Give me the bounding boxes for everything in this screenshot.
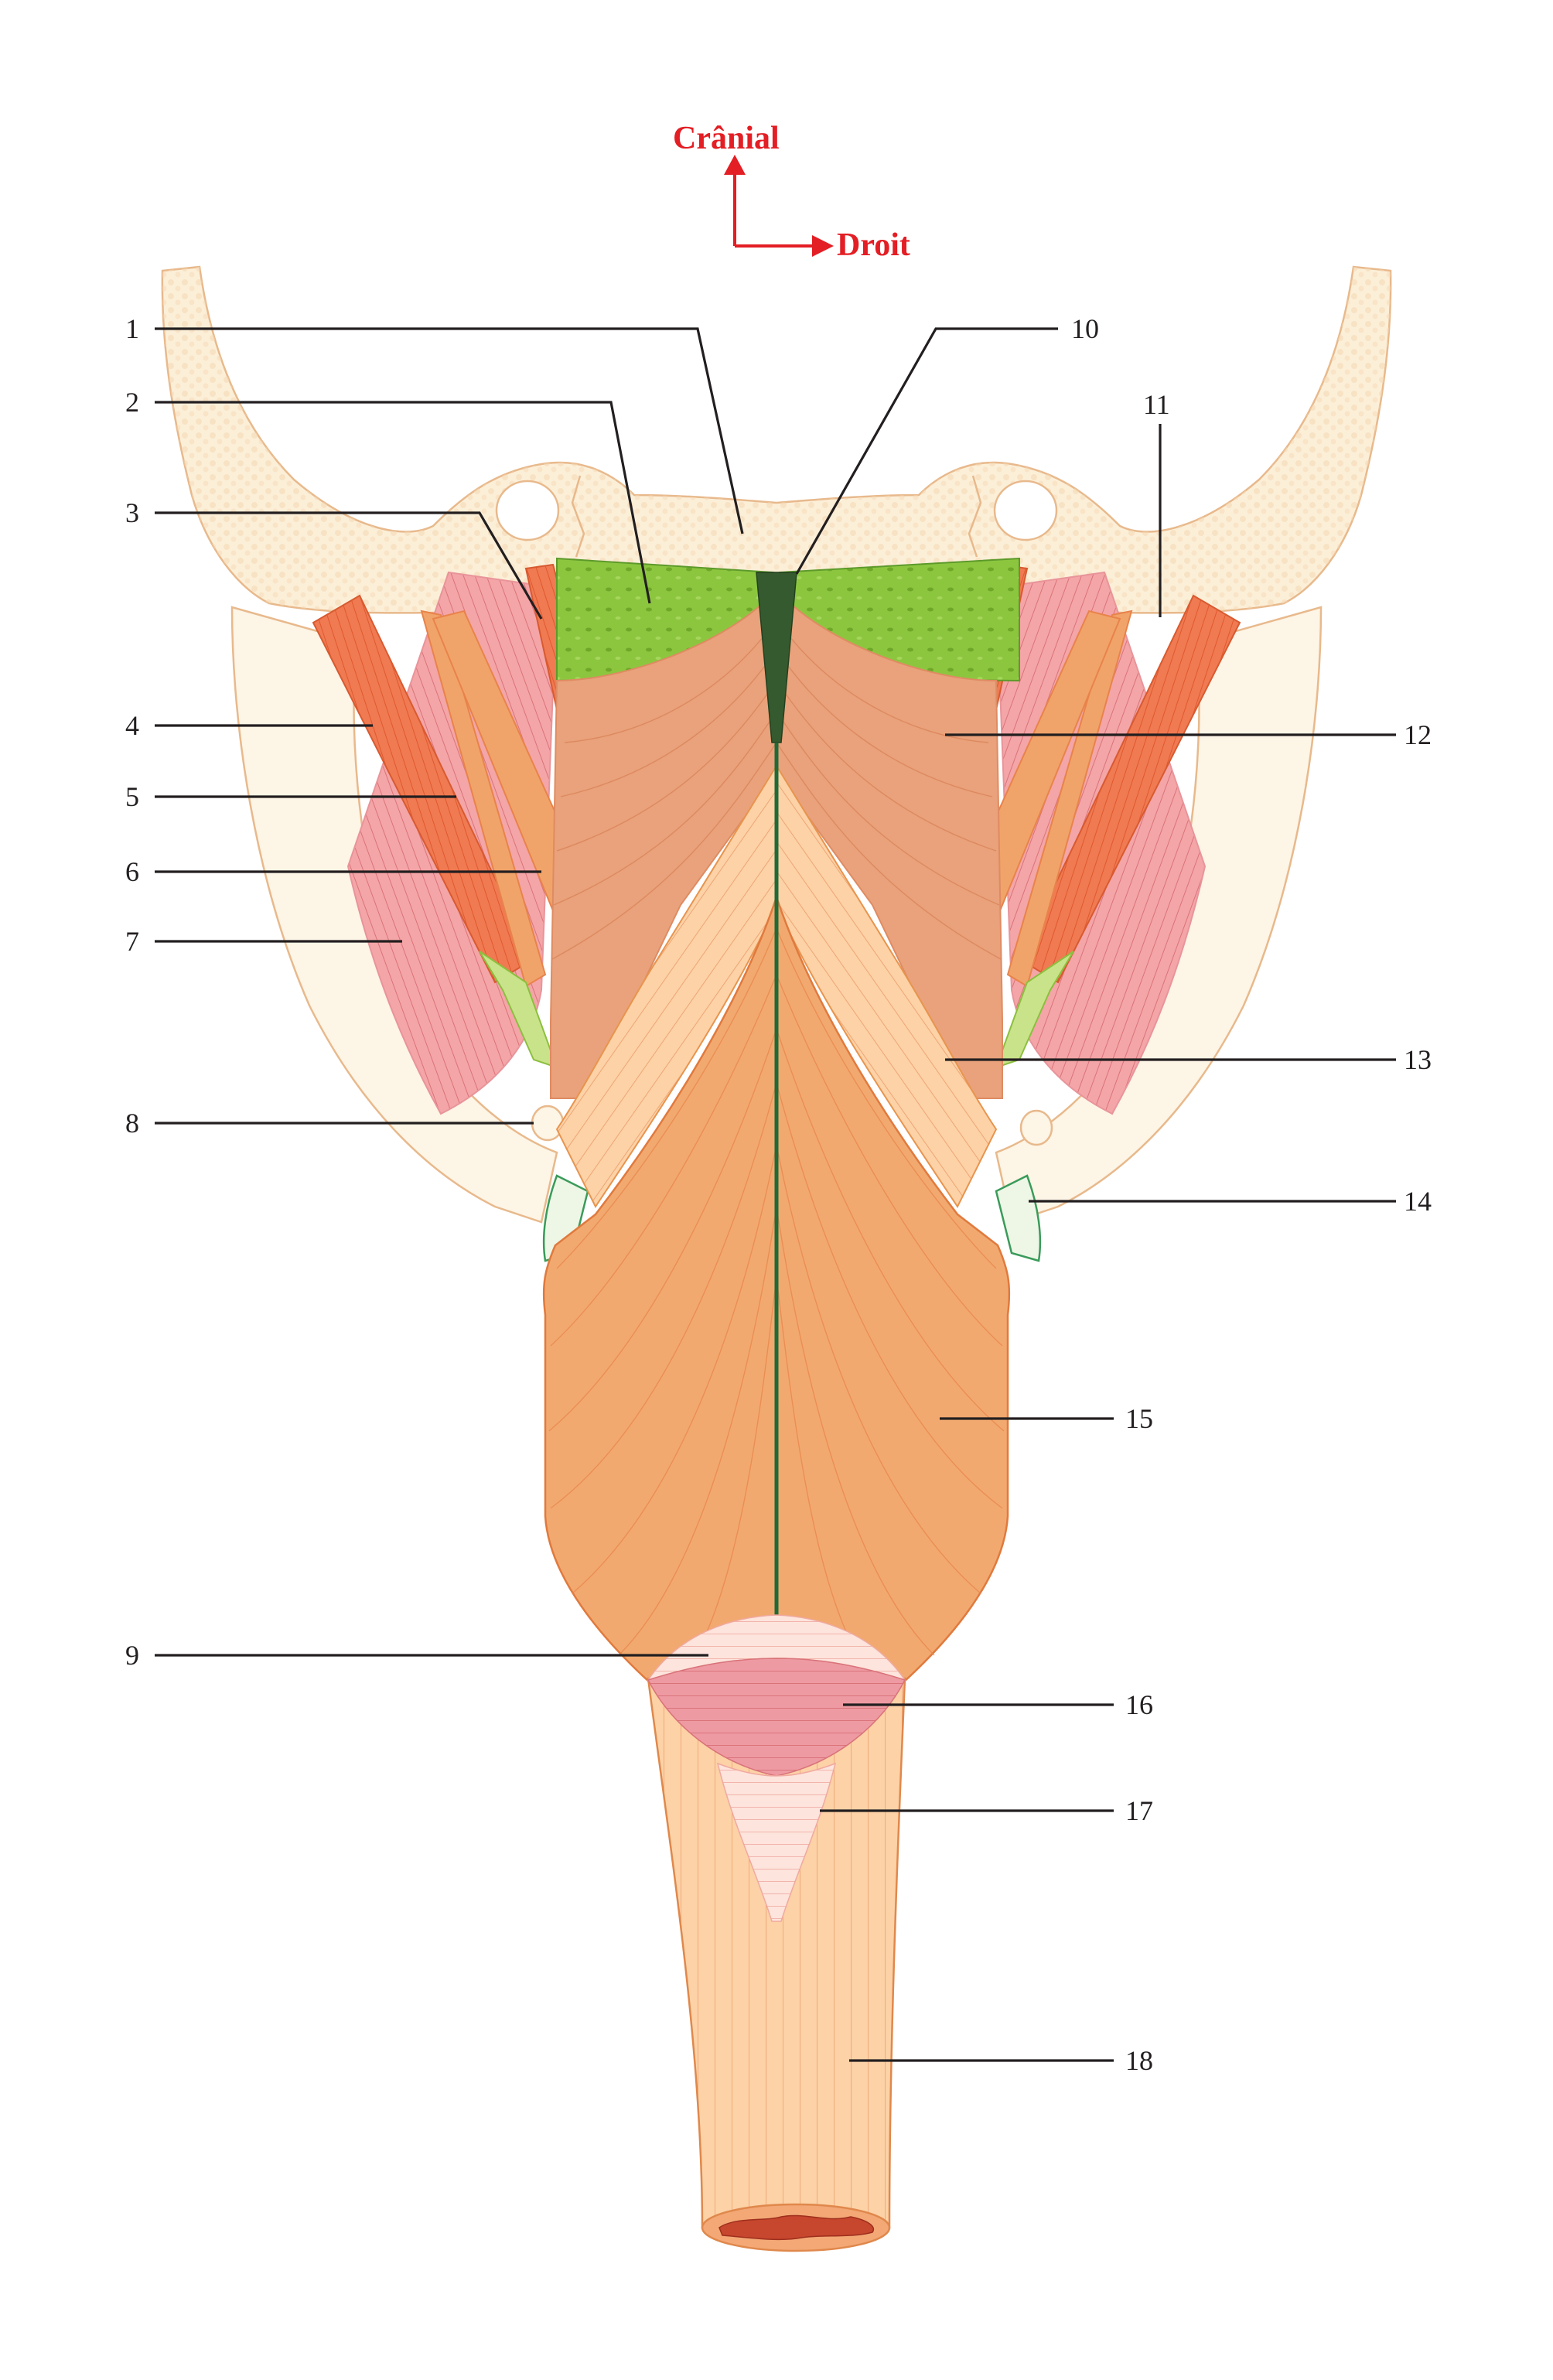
labels: 1 2 3 4 5 6 7 8 9 10 11 12 13: [125, 313, 1432, 2076]
upper-constrictor: [550, 585, 1003, 1099]
left-hyoid-tubercle: [531, 1105, 565, 1142]
esophagus: [647, 1614, 906, 2252]
right-hyoid-tubercle: [1019, 1109, 1053, 1146]
region-17: [716, 1762, 837, 1922]
right-label: Droit: [837, 227, 910, 263]
label-16: 16: [1125, 1689, 1153, 1720]
muscle-5-right: [1006, 610, 1133, 988]
middle-constrictor: [555, 763, 998, 1208]
esophagus-lumen-inner: [718, 2214, 875, 2241]
right-arrowhead-icon: [812, 235, 834, 257]
muscle-13-left: [555, 763, 777, 1208]
cranial-label: Crânial: [673, 121, 780, 156]
label-4: 4: [125, 710, 139, 741]
leader-2: [155, 401, 651, 604]
label-3: 3: [125, 497, 139, 528]
leader-3: [155, 511, 543, 620]
label-13: 13: [1404, 1044, 1432, 1075]
muscle-13-right: [776, 763, 998, 1208]
orientation-indicator: Crânial Droit: [673, 121, 910, 263]
label-12: 12: [1404, 719, 1432, 750]
tendon-left: [479, 951, 558, 1069]
cranial-arrowhead-icon: [724, 155, 746, 175]
right-cartilage: [995, 1174, 1042, 1262]
right-foramen: [993, 480, 1058, 541]
label-17: 17: [1125, 1795, 1153, 1826]
label-11: 11: [1143, 389, 1170, 420]
leader-10: [795, 327, 1058, 575]
lateral-muscles-right: [902, 563, 1241, 1115]
label-2: 2: [125, 387, 139, 418]
label-5: 5: [125, 781, 139, 812]
label-10: 10: [1071, 313, 1099, 344]
label-1: 1: [125, 313, 139, 344]
label-15: 15: [1125, 1403, 1153, 1434]
label-7: 7: [125, 926, 139, 957]
label-18: 18: [1125, 2045, 1153, 2076]
skeleton: [161, 265, 1392, 1262]
muscle-5-left: [420, 610, 547, 988]
left-foramen: [495, 480, 560, 541]
label-14: 14: [1404, 1186, 1432, 1217]
tendon-right: [995, 951, 1074, 1069]
leader-1: [155, 327, 744, 534]
median-raphe-top: [756, 572, 797, 743]
label-6: 6: [125, 856, 139, 887]
label-9: 9: [125, 1640, 139, 1671]
region-16: [647, 1658, 906, 1777]
label-8: 8: [125, 1108, 139, 1139]
